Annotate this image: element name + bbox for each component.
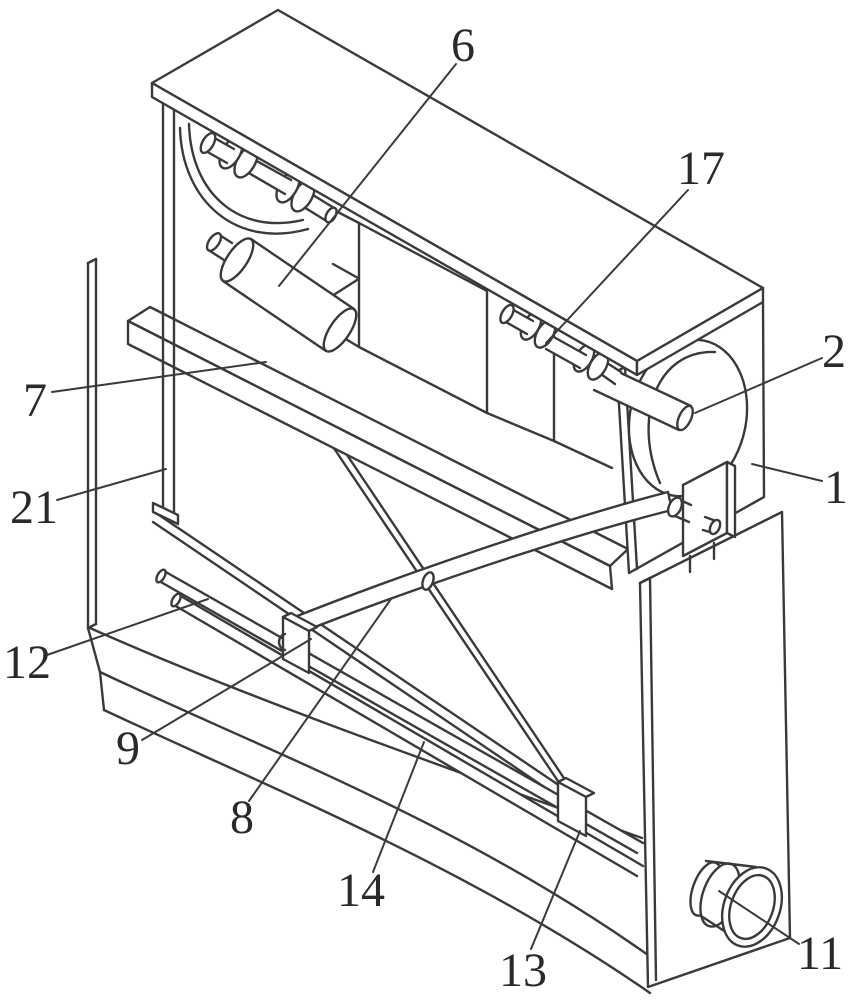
drawing-path [635,286,765,377]
drawing-path [330,278,359,298]
drawing-path [556,780,588,838]
part-label-8: 8 [230,598,392,844]
drawing-path [277,632,287,652]
drawing-path [485,411,556,443]
drawing-path [331,262,360,280]
leader-line-2 [694,357,823,414]
part-number-13: 13 [499,944,547,997]
drawing-path [673,514,691,524]
part-label-7: 7 [23,361,267,427]
leader-line-6 [278,63,457,287]
drawing-path [546,336,586,368]
part-number-1: 1 [824,461,848,514]
leader-line-11 [718,890,800,945]
drawing-ellipse [676,404,694,432]
part-label-21: 21 [10,468,167,534]
drawing-path [552,439,614,470]
leader-line-8 [248,598,392,802]
drawing-ellipse [720,866,784,948]
part-label-6: 6 [278,19,475,287]
part-label-1: 1 [751,461,848,514]
drawing-path [592,388,681,432]
drawing-path [550,334,588,357]
drawing-path [172,603,639,878]
part-label-14: 14 [337,741,425,917]
drawing-path [704,859,758,869]
drawing-path [648,576,658,982]
drawing-path [337,441,586,810]
drawing-path [86,257,98,265]
part-number-14: 14 [337,864,385,917]
drawing-ellipse [708,518,722,536]
leader-line-9 [141,638,312,741]
drawing-path [594,366,691,430]
drawing-path [357,221,489,415]
drawing-path [323,432,584,808]
leader-line-7 [51,361,267,393]
drawing-ellipse [219,237,255,283]
leader-line-1 [751,463,823,482]
drawing-path [502,319,529,336]
drawing-ellipse [421,571,435,591]
leader-line-21 [56,468,167,501]
part-label-13: 13 [499,830,581,997]
drawing-path [126,319,614,591]
part-number-9: 9 [116,722,140,775]
drawing-path [153,513,560,795]
drawing-path [223,239,354,351]
drawing-path [102,708,652,995]
drawing-path [86,626,106,712]
part-label-2: 2 [694,325,846,414]
drawing-path [174,595,643,876]
drawing-path [86,622,98,630]
drawing-path [151,520,558,797]
drawing-path [151,501,180,526]
part-label-17: 17 [545,142,725,344]
drawing-path [221,279,328,353]
part-label-11: 11 [718,890,843,980]
part-label-12: 12 [3,598,209,689]
drawing-path [281,615,311,675]
part-number-12: 12 [3,636,51,689]
drawing-path [245,170,287,196]
drawing-path [251,157,293,182]
drawing-ellipse [499,303,515,325]
drawing-path [208,249,226,262]
drawing-ellipse [155,568,167,584]
part-number-2: 2 [822,325,846,378]
part-number-17: 17 [677,142,725,195]
part-label-9: 9 [116,638,312,775]
part-number-6: 6 [451,19,475,72]
drawing-ellipse [170,592,182,608]
drawing-path [187,122,305,225]
drawing-path [638,576,652,585]
part-number-8: 8 [230,791,254,844]
drawing-path [544,347,582,370]
leader-line-12 [46,598,209,656]
part-number-11: 11 [797,927,843,980]
drawing-ellipse [205,232,223,252]
leader-line-13 [530,830,581,950]
leader-line-14 [372,741,425,873]
part-number-21: 21 [10,481,58,534]
part-number-7: 7 [23,374,47,427]
leader-line-17 [545,189,689,344]
drawing-path [247,159,291,194]
drawing-ellipse [666,496,684,518]
drawing-path [249,237,356,311]
drawing-path [178,126,310,235]
drawing-path [725,460,737,539]
drawing-path [321,430,568,795]
drawing-path [154,511,562,788]
drawing-path [98,670,650,957]
drawing-ellipse [322,307,358,353]
